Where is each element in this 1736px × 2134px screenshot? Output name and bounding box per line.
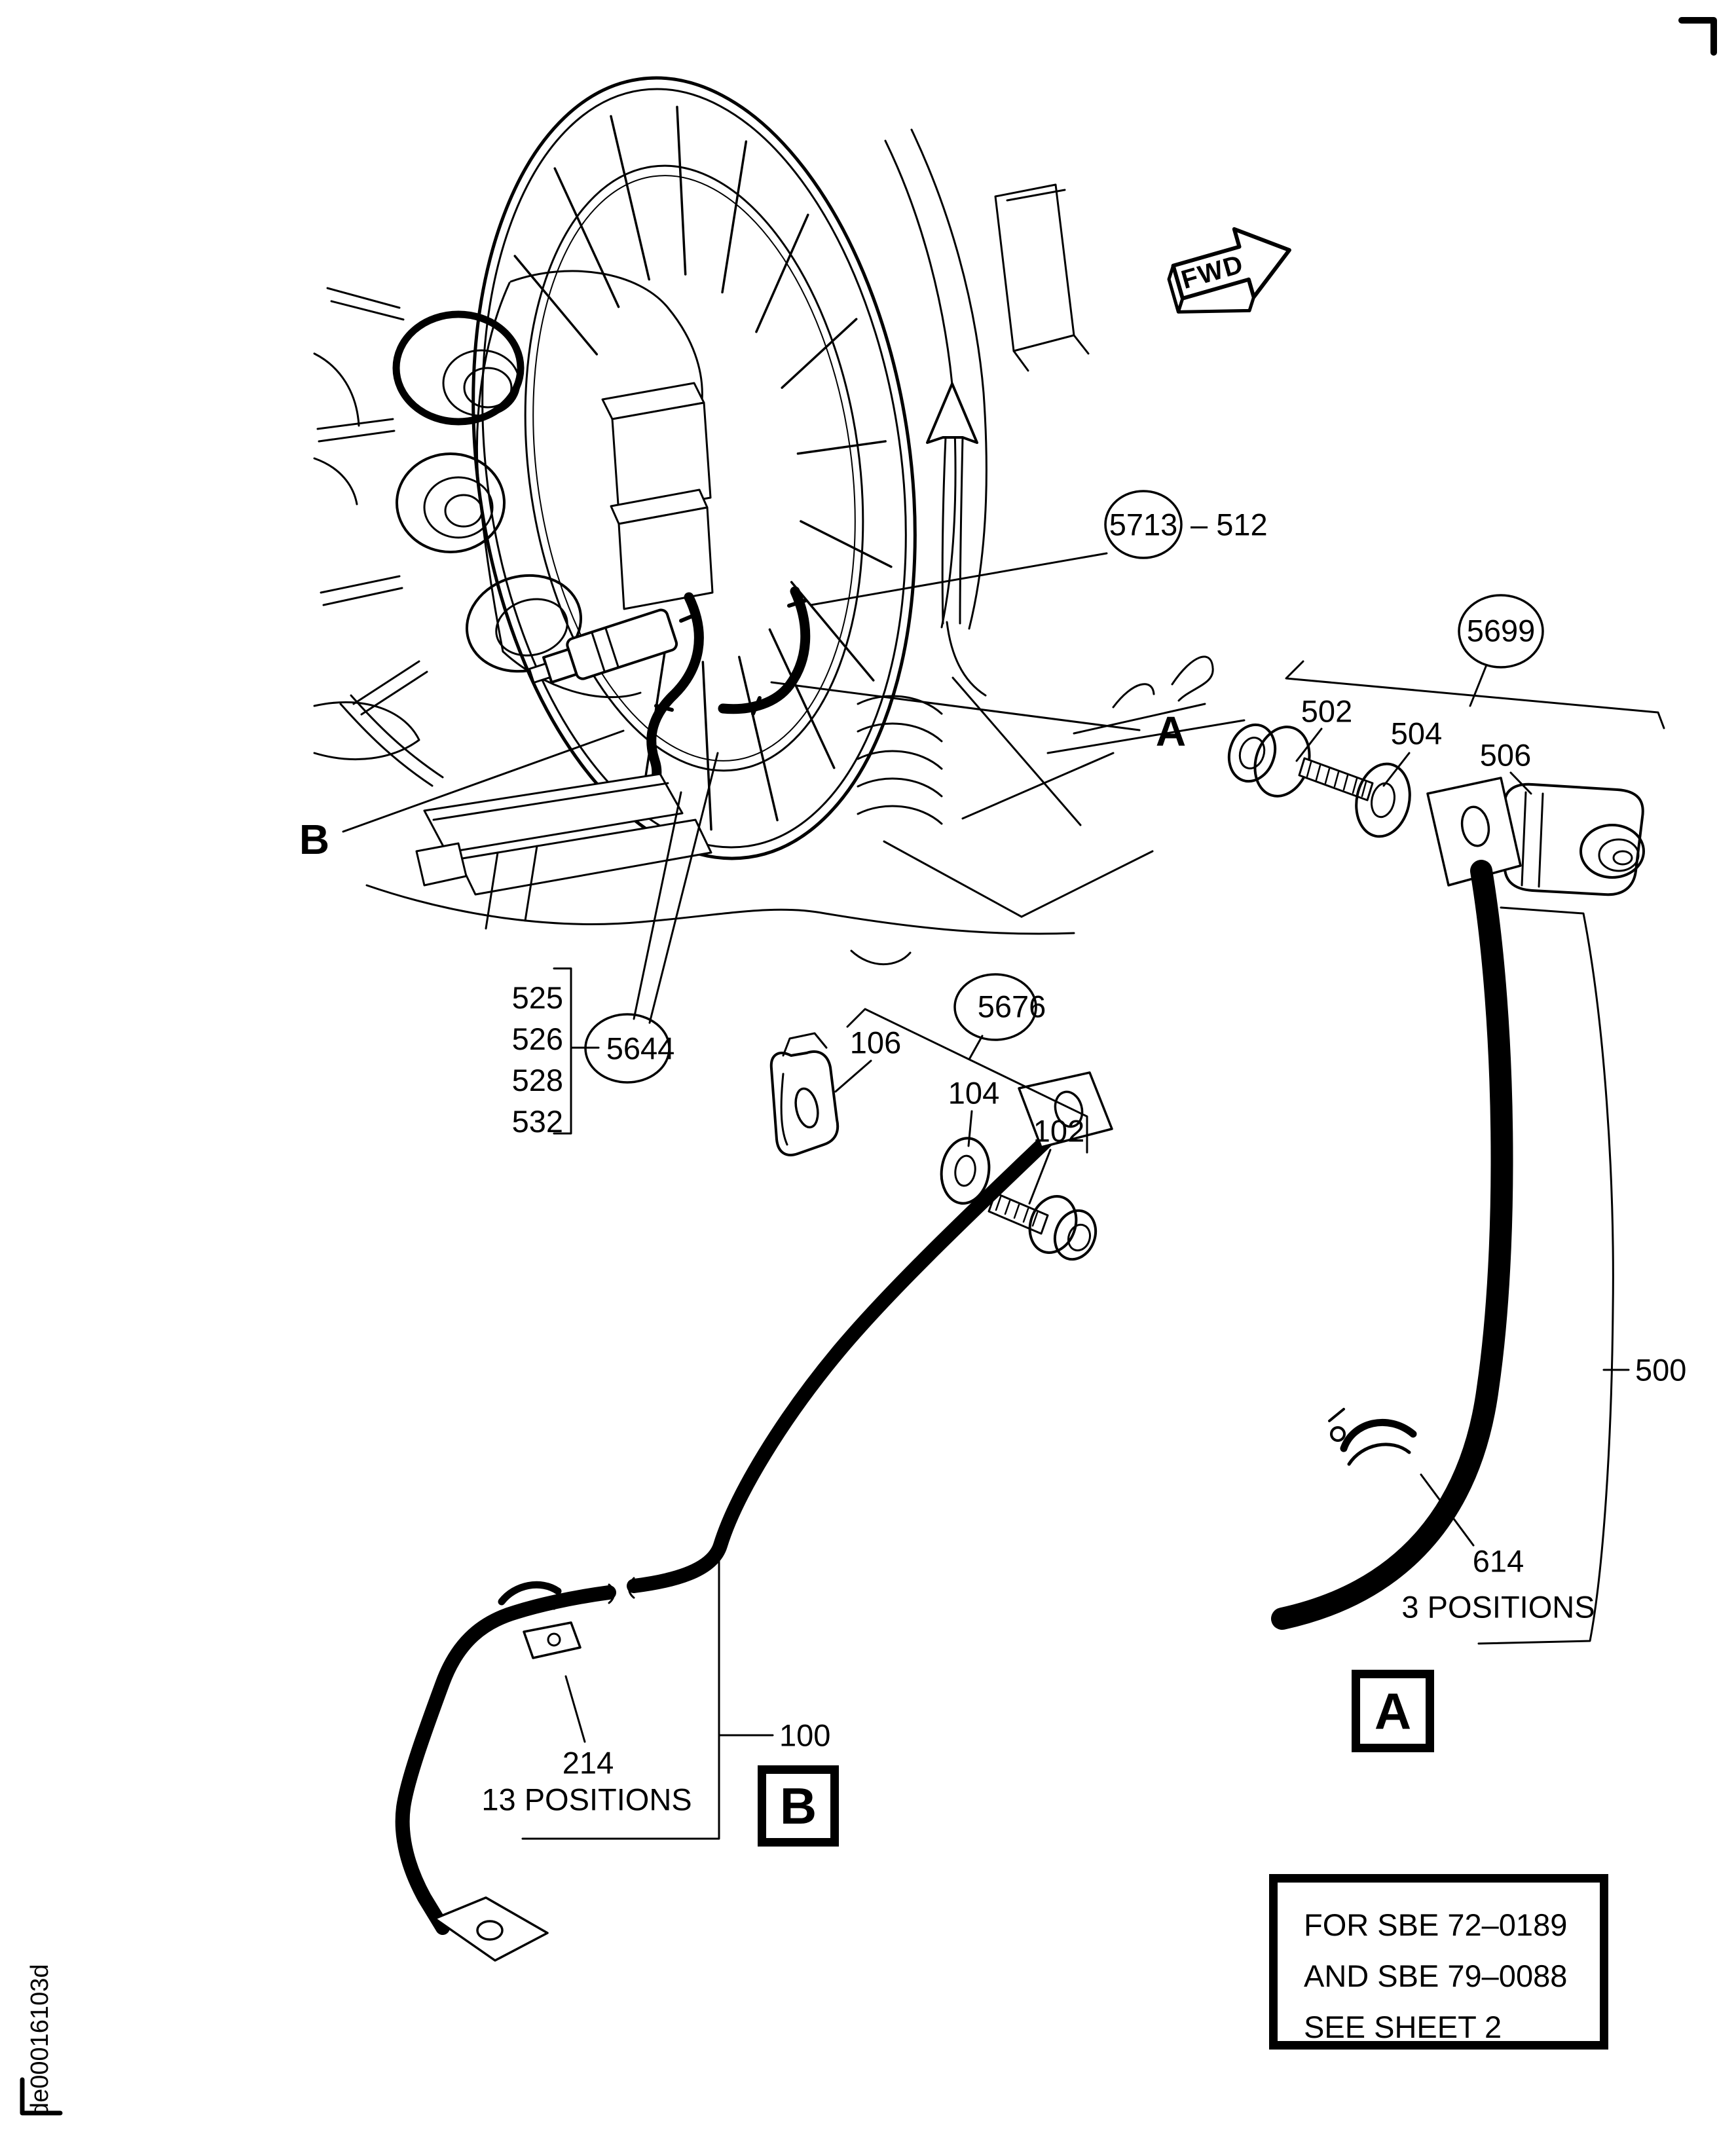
figure-code: de00016103d bbox=[26, 1964, 54, 2116]
leader-506 bbox=[1509, 771, 1532, 795]
callout-214-note: 13 POSITIONS bbox=[481, 1782, 692, 1817]
leader-5699 bbox=[1469, 665, 1487, 707]
leader-5676 bbox=[969, 1035, 984, 1059]
corner-mark-bottom-left bbox=[20, 2077, 63, 2116]
fan-wheel bbox=[471, 76, 917, 860]
callout-102: 102 bbox=[1033, 1113, 1085, 1149]
variant-526: 526 bbox=[511, 1021, 563, 1056]
variant-525: 525 bbox=[511, 980, 563, 1015]
callout-214: 214 bbox=[562, 1745, 614, 1780]
leader-214 bbox=[564, 1675, 586, 1743]
view-ref-a: A bbox=[1155, 708, 1187, 755]
leader-ref-b bbox=[342, 729, 625, 833]
variant-list: 525 526 528 532 bbox=[512, 977, 563, 1142]
callout-circles bbox=[584, 490, 1544, 1084]
leader-ref-a bbox=[770, 681, 1141, 731]
callout-500: 500 bbox=[1635, 1352, 1687, 1388]
note-line-1: FOR SBE 72–0189 bbox=[1304, 1907, 1568, 1942]
callout-5699: 5699 bbox=[1466, 613, 1536, 648]
bracket-525-532 bbox=[553, 967, 600, 1135]
leader-5644-2 bbox=[648, 752, 719, 1024]
bolt-102 bbox=[988, 1192, 1098, 1261]
support-plates bbox=[415, 773, 712, 930]
circle-5676 bbox=[953, 973, 1037, 1041]
note-line-2: AND SBE 79–0088 bbox=[1304, 1959, 1568, 1993]
callout-5676: 5676 bbox=[977, 989, 1046, 1024]
clamp-106 bbox=[769, 1032, 840, 1156]
bracket-5699 bbox=[1285, 660, 1665, 729]
leader-614 bbox=[1420, 1473, 1475, 1547]
clamp-506 bbox=[1503, 782, 1645, 896]
detail-box-b: B bbox=[758, 1765, 839, 1847]
bracket-100 bbox=[521, 1549, 774, 1840]
washer-504 bbox=[1355, 762, 1411, 838]
detail-box-a-letter: A bbox=[1374, 1682, 1412, 1740]
speed-sensor bbox=[528, 608, 678, 684]
detail-box-b-letter: B bbox=[779, 1776, 817, 1835]
circle-5699 bbox=[1458, 594, 1544, 669]
circle-5713 bbox=[1104, 490, 1183, 559]
variant-532: 532 bbox=[511, 1104, 563, 1139]
bracket-500 bbox=[1477, 906, 1630, 1645]
clip-214 bbox=[498, 1581, 582, 1659]
bracket-5676 bbox=[846, 1008, 1088, 1154]
callout-614-note: 3 POSITIONS bbox=[1401, 1589, 1595, 1625]
leader-5644-1 bbox=[633, 791, 682, 1020]
bolt-502 bbox=[1227, 723, 1374, 801]
callout-614: 614 bbox=[1472, 1543, 1524, 1579]
hub-mount-blocks bbox=[601, 382, 714, 610]
airframe-structure bbox=[365, 128, 1246, 966]
leader-502 bbox=[1295, 727, 1323, 762]
callout-104: 104 bbox=[948, 1075, 1000, 1111]
callout-506: 506 bbox=[1479, 737, 1532, 773]
clip-614 bbox=[1328, 1408, 1417, 1466]
callout-5713-suffix: – 512 bbox=[1191, 507, 1268, 542]
callout-106: 106 bbox=[849, 1025, 902, 1060]
leader-106 bbox=[834, 1059, 872, 1093]
note-box: FOR SBE 72–0189 AND SBE 79–0088 SEE SHEE… bbox=[1269, 1874, 1608, 2050]
hub-cylinders bbox=[392, 310, 583, 673]
detail-box-a: A bbox=[1352, 1670, 1434, 1752]
callout-5713: 5713 bbox=[1109, 507, 1178, 542]
leader-102 bbox=[1028, 1149, 1052, 1205]
fwd-arrow bbox=[1167, 227, 1291, 314]
hub-struts bbox=[313, 287, 444, 787]
harness-cable-a bbox=[718, 586, 811, 716]
leader-5713 bbox=[809, 552, 1108, 606]
fan-blades bbox=[513, 105, 893, 831]
corner-mark-top-right bbox=[1678, 17, 1717, 56]
leader-504 bbox=[1382, 752, 1411, 787]
variant-528: 528 bbox=[511, 1063, 563, 1097]
support-strap-500 bbox=[1271, 777, 1522, 1630]
group-brackets bbox=[521, 660, 1665, 1840]
note-line-3: SEE SHEET 2 bbox=[1304, 2010, 1502, 2044]
callout-502: 502 bbox=[1301, 693, 1353, 729]
view-ref-b: B bbox=[299, 816, 330, 863]
callout-100: 100 bbox=[779, 1718, 831, 1753]
fan-hub-bell bbox=[476, 270, 703, 699]
bonding-rod-100 bbox=[395, 1071, 1113, 1962]
leader-104 bbox=[967, 1110, 973, 1147]
callout-504: 504 bbox=[1390, 716, 1443, 751]
callout-5644: 5644 bbox=[606, 1031, 675, 1066]
leader-lines bbox=[342, 552, 1532, 1743]
